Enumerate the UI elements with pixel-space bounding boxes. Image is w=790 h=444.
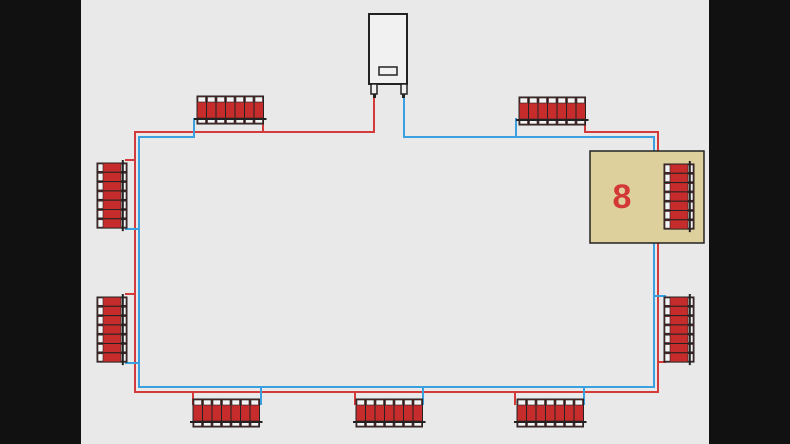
supply-pipe-loop — [134, 92, 659, 393]
radiator-right-upper — [663, 161, 695, 233]
radiator-bottom-middle — [353, 398, 426, 428]
radiator-top-right — [516, 96, 589, 126]
radiator-left-lower — [96, 294, 128, 366]
radiator-top-left — [194, 95, 267, 125]
boiler — [368, 13, 408, 98]
pipe-network — [125, 92, 666, 405]
highlight-number: 8 — [613, 178, 632, 216]
radiators-group — [96, 95, 695, 428]
radiator-right-lower — [663, 294, 695, 366]
radiator-bottom-right — [514, 398, 587, 428]
radiator-left-upper — [96, 160, 128, 232]
return-pipe-loop — [138, 92, 655, 388]
radiator-bottom-left — [190, 398, 263, 428]
